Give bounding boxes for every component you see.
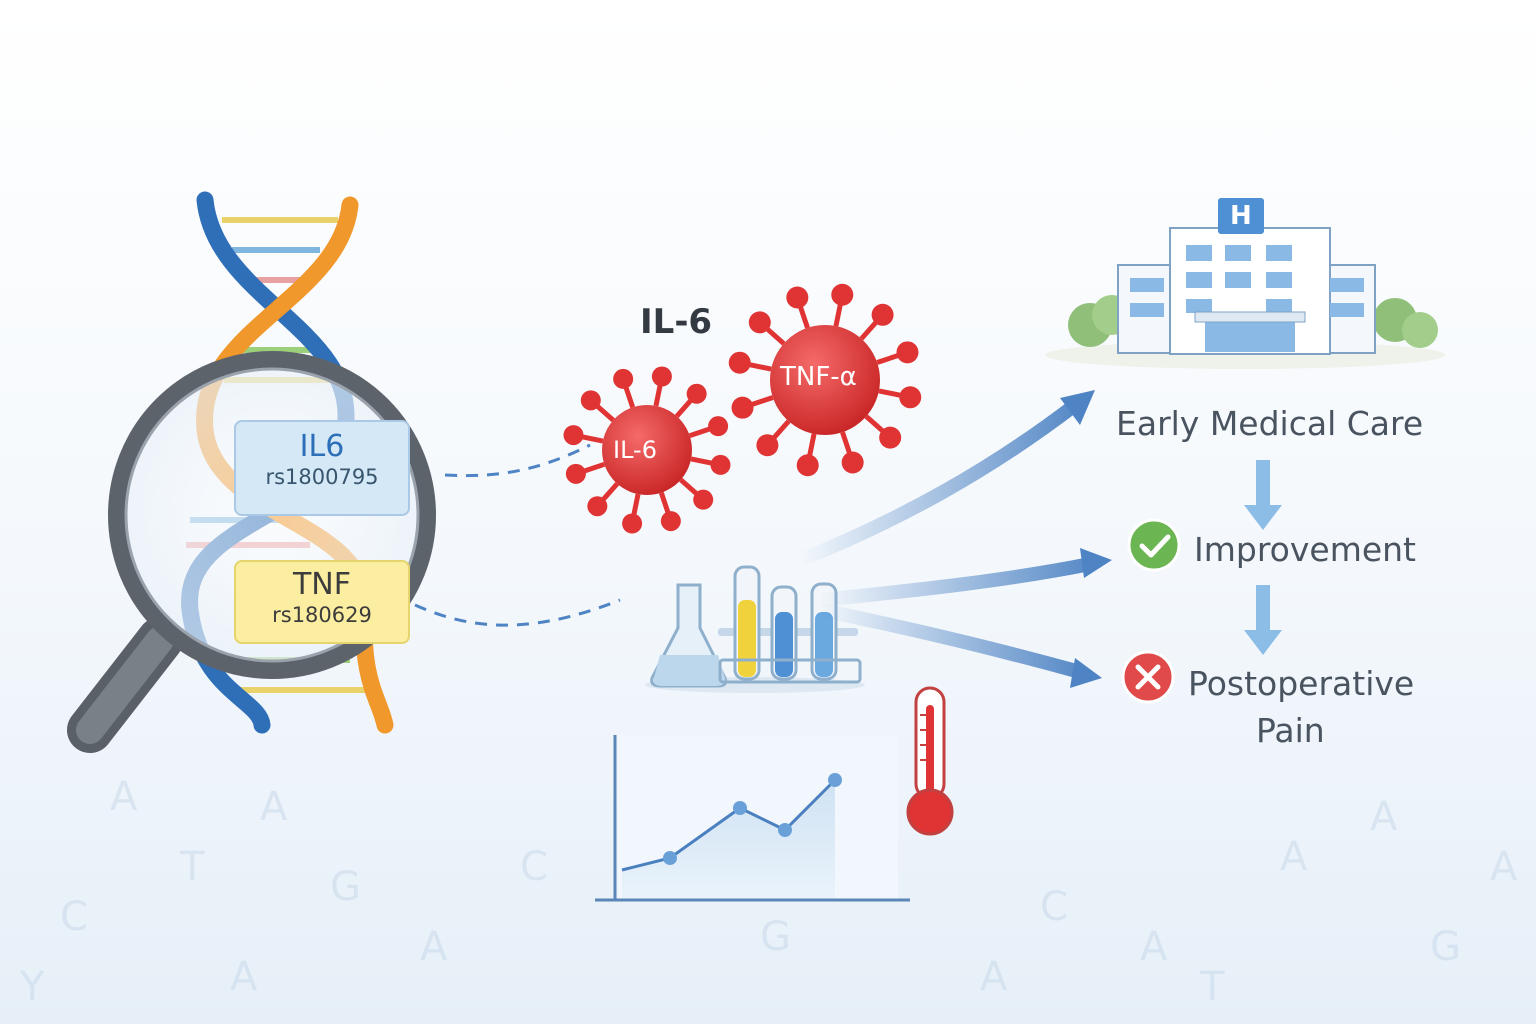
svg-text:T: T: [1199, 964, 1225, 1010]
svg-text:C: C: [1040, 884, 1068, 930]
hospital-sign: H: [1230, 201, 1252, 231]
il6-snp-tag: IL6 rs1800795: [234, 420, 410, 516]
svg-text:A: A: [110, 774, 138, 820]
pain-label: Pain: [1256, 711, 1325, 750]
check-icon: [1127, 518, 1181, 572]
tnf-gene-label: TNF: [292, 567, 352, 602]
il6-gene-label: IL6: [299, 429, 345, 464]
postoperative-label: Postoperative: [1188, 664, 1415, 703]
thermometer-icon: [906, 686, 954, 836]
svg-text:C: C: [60, 894, 88, 940]
lab-glassware-icon: [645, 565, 865, 693]
il6-snp-label: rs1800795: [265, 465, 379, 489]
svg-text:A: A: [1140, 924, 1168, 970]
svg-text:A: A: [420, 924, 448, 970]
il6-heading: IL-6: [640, 302, 713, 342]
svg-text:G: G: [1430, 924, 1461, 970]
trend-chart-icon: [595, 735, 910, 902]
svg-text:T: T: [179, 844, 205, 890]
svg-text:A: A: [230, 954, 258, 1000]
connector-tnf: [414, 598, 621, 627]
tnf-virus-label: TNF-α: [780, 362, 857, 392]
early-medical-care-label: Early Medical Care: [1116, 404, 1424, 443]
tnf-virus-icon: [728, 283, 922, 477]
svg-text:A: A: [1280, 834, 1308, 880]
svg-text:G: G: [760, 914, 791, 960]
improvement-label: Improvement: [1194, 530, 1416, 569]
svg-text:G: G: [330, 864, 361, 910]
il6-virus-icon: [563, 366, 731, 534]
svg-text:Y: Y: [19, 964, 45, 1010]
svg-text:A: A: [1370, 794, 1398, 840]
connector-il6: [444, 443, 591, 478]
cross-icon: [1121, 650, 1175, 704]
svg-text:A: A: [1490, 844, 1518, 890]
tnf-snp-tag: TNF rs180629: [234, 560, 410, 644]
tnf-snp-label: rs180629: [272, 603, 372, 627]
svg-text:A: A: [980, 954, 1008, 1000]
svg-text:C: C: [520, 844, 548, 890]
down-arrows: [1244, 460, 1282, 655]
svg-text:A: A: [260, 784, 288, 830]
il6-virus-label: IL-6: [613, 436, 657, 464]
flow-arrows: [793, 390, 1112, 688]
hospital-icon: [1045, 198, 1445, 369]
